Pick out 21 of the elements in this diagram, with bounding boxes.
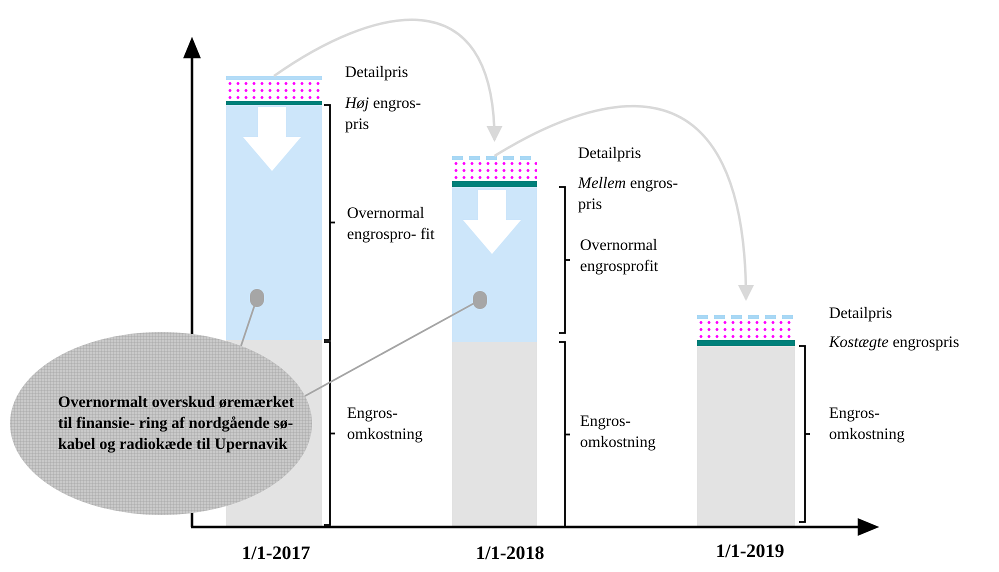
curved-arrow [273,19,502,142]
curved-arrow [494,105,754,301]
leader-line [240,304,256,346]
segment-label: Detailpris [345,63,410,83]
date-label: 1/1-2019 [714,540,786,564]
segment-label: Engros- omkostning [580,412,657,453]
segment-label: Detailpris [829,304,894,324]
segment-label: Engros- omkostning [347,404,424,445]
date-label: 1/1-2018 [474,542,546,566]
segment-label: Mellem engros- pris [578,174,679,215]
leader-line [304,302,474,397]
segment-label: Engros- omkostning [829,404,906,445]
callout-text: Overnormalt overskud øremærket til finansie- ring af nordgående sø- kabel og radiokæde til Upernavik [58,393,296,455]
segment-label: Høj engros- pris [345,94,422,135]
segment-label: Overnormal engrospro- fit [347,204,435,245]
date-label: 1/1-2017 [240,542,312,566]
segment-label: Detailpris [578,144,642,164]
stacked-bar-drawing [697,315,795,527]
stacked-bar-drawing [452,156,537,527]
segment-label: Overnormal engrosprofit [580,236,660,277]
segment-label: Kostægte engrospris [829,333,960,353]
